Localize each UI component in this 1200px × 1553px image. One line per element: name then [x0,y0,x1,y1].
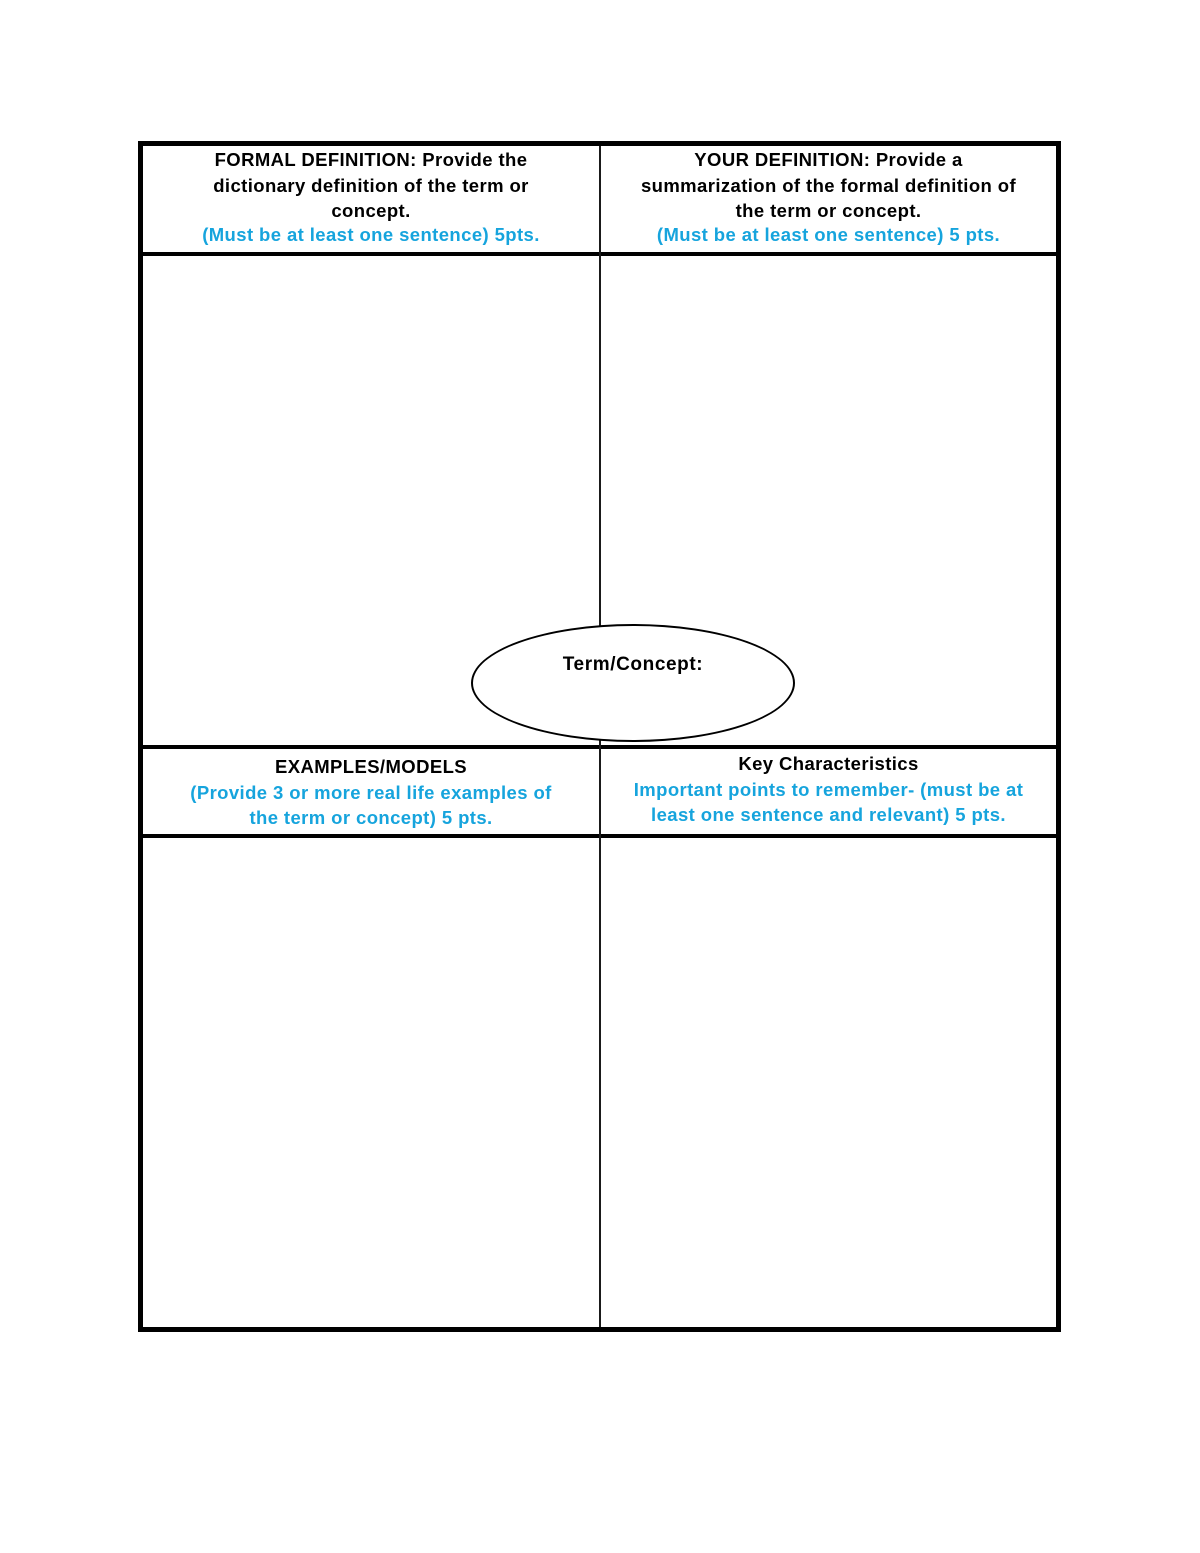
examples-models-note-line-2: the term or concept) 5 pts. [249,807,493,828]
formal-definition-header: FORMAL DEFINITION: Provide the dictionar… [143,147,599,252]
formal-definition-note: (Must be at least one sentence) 5pts. [202,223,540,245]
your-definition-header: YOUR DEFINITION: Provide a summarization… [601,147,1056,252]
key-characteristics-title: Key Characteristics [738,753,919,774]
your-definition-title-line-3: the term or concept. [735,200,922,221]
key-characteristics-note-line-2: least one sentence and relevant) 5 pts. [651,804,1006,825]
frayer-model-table: FORMAL DEFINITION: Provide the dictionar… [138,141,1061,1332]
formal-definition-title-line-2: dictionary definition of the term or [213,174,529,196]
key-characteristics-note-line-1: Important points to remember- (must be a… [633,778,1024,800]
key-characteristics-header: Key Characteristics Important points to … [601,751,1056,834]
examples-models-header: EXAMPLES/MODELS (Provide 3 or more real … [143,754,599,834]
term-concept-value[interactable] [513,688,753,718]
examples-models-title: EXAMPLES/MODELS [274,756,468,777]
formal-definition-title-line-3: concept. [331,200,411,221]
term-concept-label: Term/Concept: [562,654,704,675]
your-definition-title-line-1: YOUR DEFINITION: Provide a [694,149,963,170]
key-characteristics-answer-area[interactable] [601,838,1056,1327]
term-concept-oval[interactable]: Term/Concept: [471,624,795,742]
formal-definition-title-line-1: FORMAL DEFINITION: Provide the [214,149,528,170]
your-definition-note: (Must be at least one sentence) 5 pts. [656,223,1001,245]
your-definition-title-line-2: summarization of the formal definition o… [640,174,1017,196]
examples-models-note-line-1: (Provide 3 or more real life examples of [190,781,552,803]
examples-models-answer-area[interactable] [143,838,599,1327]
